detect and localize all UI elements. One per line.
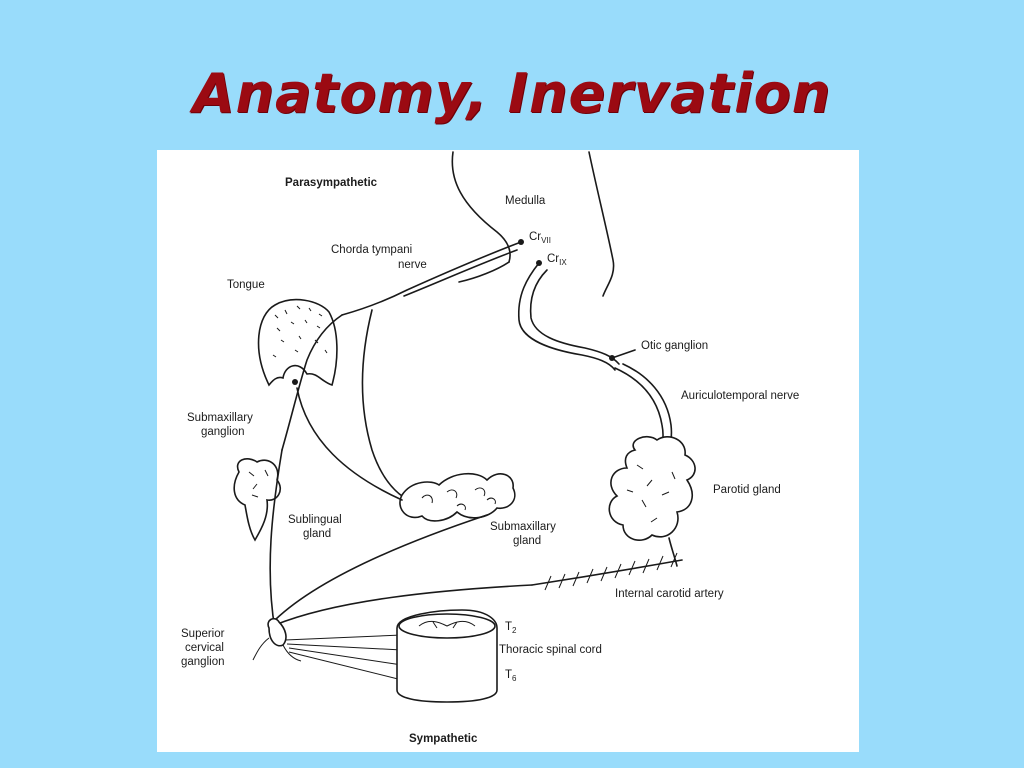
slide-title: Anatomy, Inervation <box>192 62 832 125</box>
sympathetic-to-carotid <box>274 584 533 626</box>
otic-ganglion-line <box>611 349 636 359</box>
t6-label: T6 <box>505 669 517 683</box>
sublingual-gland <box>233 458 282 542</box>
carotid-coils <box>544 552 678 591</box>
cr-vii-label: CrVII <box>529 231 551 245</box>
ganglion-roots <box>252 637 302 662</box>
chorda-to-submax <box>361 309 413 503</box>
internal-carotid-label: Internal carotid artery <box>615 588 724 600</box>
glossopharyngeal-nerve-2 <box>529 269 620 365</box>
sympathetic-label: Sympathetic <box>409 733 478 745</box>
submax-gland-label-1: Submaxillary <box>490 521 556 533</box>
parotid-detail <box>626 464 676 523</box>
superior-cervical-label-1: Superior <box>181 628 225 640</box>
brainstem-base <box>458 261 510 283</box>
parotid-gland <box>608 435 696 541</box>
superior-cervical-ganglion <box>267 617 287 647</box>
sympathetic-trunk <box>269 449 283 631</box>
sublingual-label-1: Sublingual <box>288 514 342 526</box>
submaxillary-gland-detail <box>421 487 496 511</box>
diagram-drawing: Parasympathetic Medulla CrVII CrIX Chord… <box>181 151 799 745</box>
medulla-right-outline <box>588 151 615 297</box>
medulla-label: Medulla <box>505 195 546 207</box>
tongue-label: Tongue <box>227 279 265 291</box>
auriculotemporal-label: Auriculotemporal nerve <box>681 390 799 402</box>
cr-ix-label: CrIX <box>547 253 567 267</box>
chorda-tympani-label-2: nerve <box>398 259 427 271</box>
glossopharyngeal-nerve <box>517 262 616 371</box>
t2-label: T2 <box>505 621 517 635</box>
sublingual-detail <box>248 469 269 498</box>
innervation-diagram: Parasympathetic Medulla CrVII CrIX Chord… <box>157 150 859 752</box>
otic-ganglion-label: Otic ganglion <box>641 340 708 352</box>
submax-ganglion-label-2: ganglion <box>201 426 244 438</box>
submaxillary-gland <box>399 472 516 522</box>
lingual-nerve <box>281 314 343 451</box>
tongue-shape <box>257 298 338 387</box>
chorda-tympani-nerve-2 <box>403 249 518 297</box>
superior-cervical-label-3: ganglion <box>181 656 224 668</box>
submaxillary-ganglion-dot <box>292 379 298 385</box>
parotid-to-carotid <box>668 537 678 567</box>
submax-gland-label-2: gland <box>513 535 541 547</box>
thoracic-spinal-cord-label: Thoracic spinal cord <box>499 644 602 656</box>
superior-cervical-label-2: cervical <box>185 642 224 654</box>
spinal-cord-butterfly <box>418 620 476 629</box>
sympathetic-to-submax <box>274 514 488 621</box>
parotid-gland-label: Parotid gland <box>713 484 781 496</box>
medulla-outline <box>451 151 511 263</box>
chorda-tympani-nerve <box>341 241 522 316</box>
submax-ganglion-label-1: Submaxillary <box>187 412 253 424</box>
ganglion-to-submax <box>296 387 403 501</box>
rami-to-spinal-cord <box>284 634 403 681</box>
chorda-tympani-label-1: Chorda tympani <box>331 244 412 256</box>
parasympathetic-label: Parasympathetic <box>285 177 378 189</box>
sublingual-label-2: gland <box>303 528 331 540</box>
